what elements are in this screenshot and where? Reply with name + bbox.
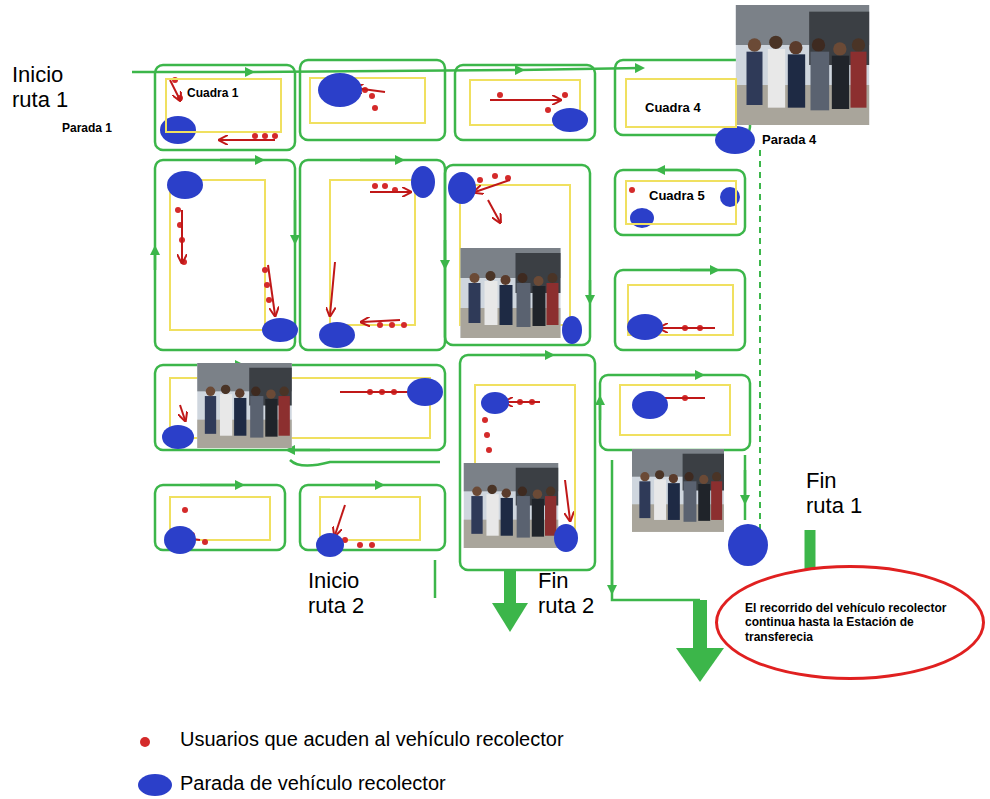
block-box: Cuadra 1	[165, 78, 282, 133]
legend-text: Parada de vehículo recolector	[180, 772, 446, 795]
callout-ellipse: El recorrido del vehículo recolector con…	[715, 565, 985, 680]
route-label: Fin ruta 2	[538, 568, 610, 619]
block-text: Cuadra 4	[645, 100, 735, 116]
block-box: Cuadra 4	[625, 78, 737, 128]
route-label: Inicio ruta 2	[308, 568, 390, 619]
legend-swatch	[138, 774, 172, 796]
legend-text: Usuarios que acuden al vehículo recolect…	[180, 728, 564, 751]
route-label: Fin ruta 1	[806, 468, 878, 519]
block-text: El recorrido del vehículo recolector con…	[745, 601, 955, 644]
route-label: Parada 1	[62, 122, 132, 136]
block-text: Cuadra 1	[187, 86, 280, 100]
legend-swatch	[140, 737, 150, 747]
block-text: Cuadra 5	[649, 188, 735, 204]
route-label: Parada 4	[762, 133, 842, 148]
route-label: Inicio ruta 1	[12, 62, 90, 113]
block-box: Cuadra 5	[625, 180, 737, 225]
